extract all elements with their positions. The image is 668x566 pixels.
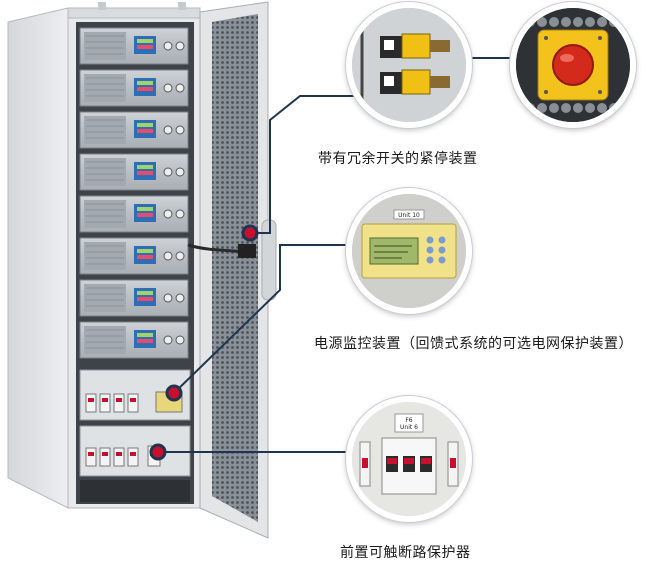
- connector-estop: [250, 95, 360, 234]
- monitor-unit-tag: Unit 10: [398, 212, 420, 219]
- label-breaker: 前置可触断路保护器: [340, 545, 471, 561]
- marker-estop: [241, 224, 259, 242]
- monitor-unit-icon: Unit 10: [352, 194, 466, 308]
- label-emergency-stop: 带有冗余开关的紧停装置: [318, 151, 478, 167]
- power-supply-stack: [79, 27, 189, 359]
- marker-breaker: [149, 443, 167, 461]
- connector-lines: [158, 57, 520, 453]
- breaker-tag-line2: Unit 6: [400, 424, 418, 431]
- label-monitor: 电源监控装置（回馈式系统的可选电网保护装置）: [314, 336, 633, 352]
- small-breakers-upper: [85, 391, 183, 413]
- circuit-breaker-icon: F6 Unit 6: [352, 402, 466, 516]
- callout-emergency-stop: [510, 2, 636, 128]
- callout-monitor-unit: Unit 10: [346, 188, 472, 314]
- emergency-stop-icon: [516, 8, 630, 122]
- breaker-tag-line1: F6: [405, 417, 412, 424]
- marker-dots: [149, 224, 259, 461]
- callout-breaker: F6 Unit 6: [346, 396, 472, 522]
- callout-redundant-switches: [346, 2, 472, 128]
- cabinet-side-panel: [7, 7, 69, 509]
- marker-monitor: [165, 384, 183, 402]
- door-mesh: [212, 14, 258, 522]
- redundant-switch-icon: [352, 8, 466, 122]
- connector-monitor: [173, 244, 364, 394]
